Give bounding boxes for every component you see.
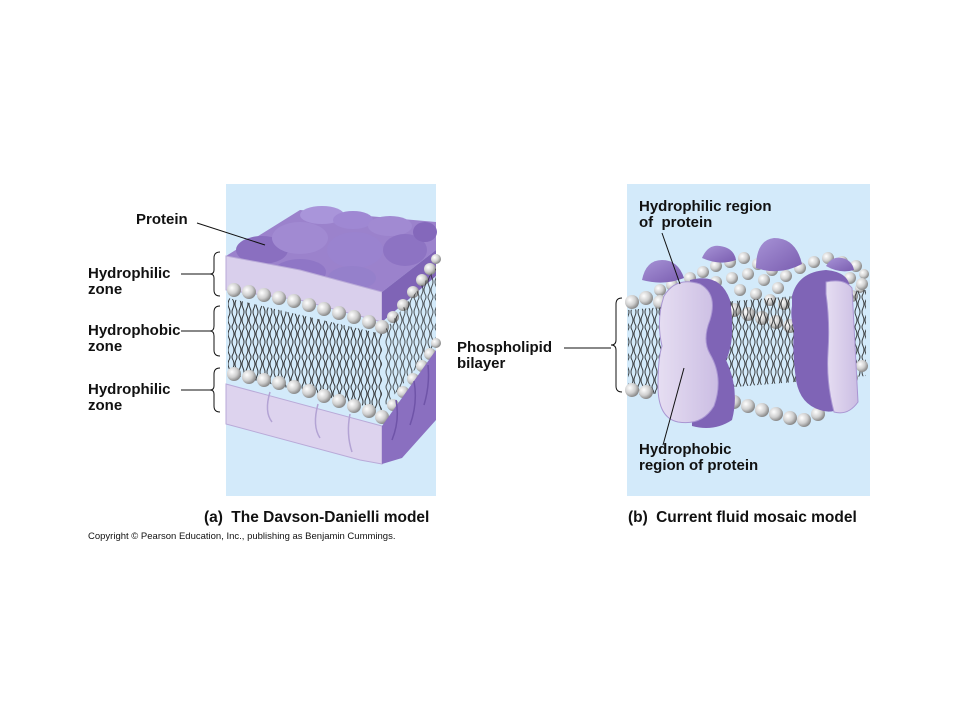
- label-phospholipid-line1: Phospholipid: [457, 339, 552, 356]
- label-hydrophobic-zone-line2: zone: [88, 338, 123, 355]
- hydrophilic-region-leader-line: [661, 232, 681, 285]
- label-hydrophilic-zone-bottom-line1: Hydrophilic: [88, 381, 171, 398]
- caption-a-letter: (a): [204, 509, 223, 526]
- label-hydrophobic-region-line1: Hydrophobic: [639, 441, 732, 458]
- surface-protein-bump-4: [826, 257, 854, 272]
- label-hydrophobic-region-line2: region of protein: [639, 457, 759, 474]
- brace-hydrophobic: [209, 305, 221, 357]
- label-hydrophilic-zone-top-line1: Hydrophilic: [88, 265, 171, 282]
- lower-head-row: [227, 338, 441, 424]
- label-hydrophilic-zone-top: Hydrophilic zone: [88, 266, 171, 298]
- label-hydrophilic-zone-bottom-line2: zone: [88, 397, 123, 414]
- label-phospholipid-line2: bilayer: [457, 355, 506, 372]
- label-hydrophobic-region-of-protein: Hydrophobic region of protein: [639, 442, 758, 474]
- caption-panel-a: (a) The Davson-Danielli model: [204, 509, 429, 527]
- label-hydrophobic-zone: Hydrophobic zone: [88, 323, 181, 355]
- label-hydrophilic-zone-top-line2: zone: [88, 281, 123, 298]
- label-phospholipid-bilayer: Phospholipid bilayer: [457, 340, 552, 372]
- davson-danielli-diagram: [225, 206, 441, 465]
- label-protein: Protein: [136, 211, 188, 228]
- label-hydrophilic-zone-bottom: Hydrophilic zone: [88, 382, 171, 414]
- caption-b-letter: (b): [628, 509, 648, 526]
- brace-phospholipid-bilayer: [610, 297, 623, 393]
- copyright-notice: Copyright © Pearson Education, Inc., pub…: [88, 531, 396, 542]
- brace-hydrophilic-top: [209, 251, 221, 297]
- label-hydrophilic-region-line2: of protein: [639, 214, 713, 231]
- caption-b-text: Current fluid mosaic model: [656, 509, 857, 526]
- panel-a-pointers: [181, 222, 266, 413]
- protein-bottom-layer: [225, 350, 436, 465]
- surface-protein-bump-3: [756, 238, 802, 272]
- label-hydrophilic-region-line1: Hydrophilic region: [639, 198, 772, 215]
- panel-b-pointers: [564, 232, 685, 446]
- caption-a-text: The Davson-Danielli model: [231, 509, 430, 526]
- hydrophobic-region-leader-line: [662, 367, 685, 446]
- protein-leader-line: [196, 222, 266, 246]
- transmembrane-protein-right: [791, 270, 859, 414]
- fluid-mosaic-diagram: [625, 238, 869, 428]
- surface-protein-bump-2: [702, 245, 736, 263]
- surface-protein-bump-1: [642, 260, 684, 283]
- brace-hydrophilic-bottom: [209, 367, 221, 413]
- protein-top-layer: [226, 206, 437, 292]
- label-hydrophobic-zone-line1: Hydrophobic: [88, 322, 181, 339]
- caption-panel-b: (b) Current fluid mosaic model: [628, 509, 857, 527]
- label-hydrophilic-region-of-protein: Hydrophilic region of protein: [639, 199, 772, 231]
- transmembrane-protein-large: [657, 278, 735, 428]
